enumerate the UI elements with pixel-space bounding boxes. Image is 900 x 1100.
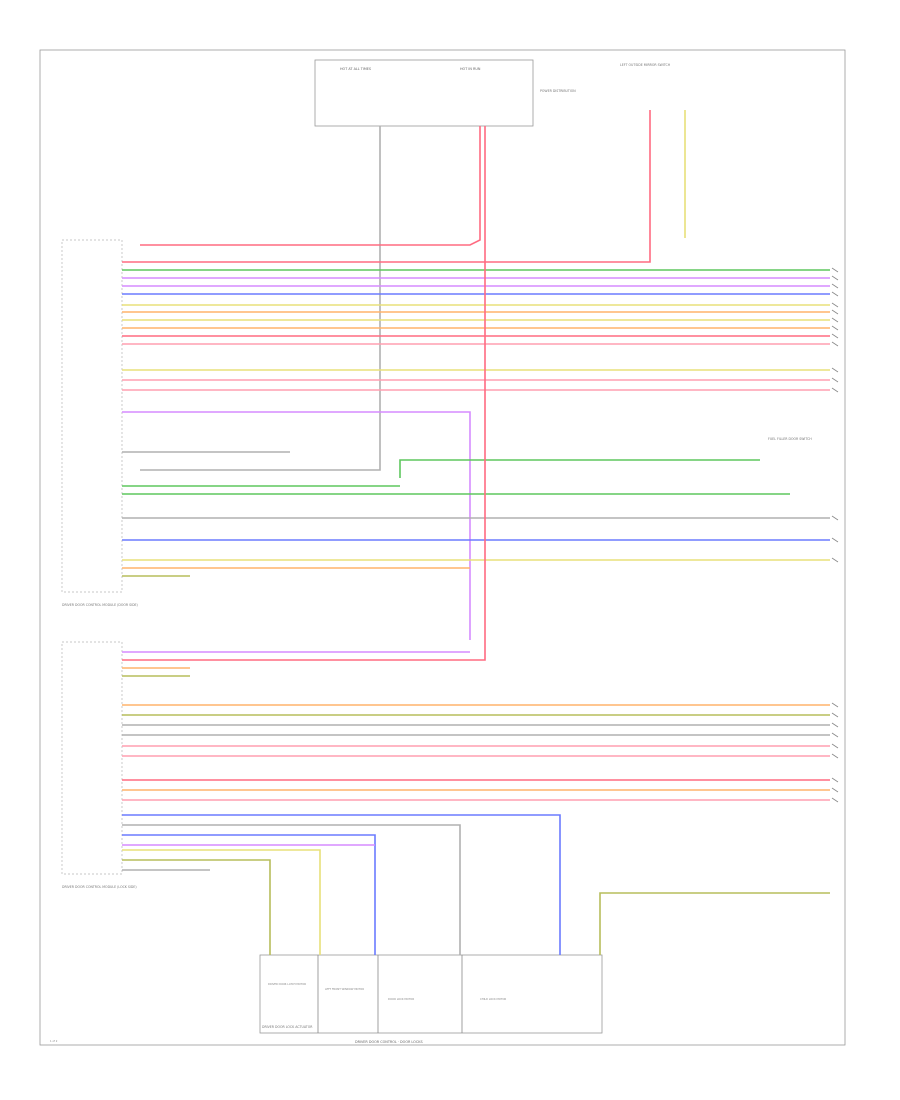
wire-terminal xyxy=(831,387,839,393)
wire-41 xyxy=(122,814,561,955)
actuator-1-label: DRIVER DOOR LATCH MOTOR xyxy=(268,982,306,986)
fuel-door-switch-label: FUEL FILLER DOOR SWITCH xyxy=(768,437,812,441)
wire-terminal xyxy=(831,515,839,521)
module-b-box xyxy=(61,641,123,875)
wire-terminal xyxy=(831,732,839,738)
wire-terminal xyxy=(831,267,839,273)
wire-terminal xyxy=(831,333,839,339)
diagram-frame xyxy=(39,49,846,1046)
wire-terminal xyxy=(831,325,839,331)
wire-terminal xyxy=(831,309,839,315)
wire-18 xyxy=(122,411,471,640)
wire-48 xyxy=(599,892,830,955)
footer-caption: DRIVER DOOR CONTROL · DOOR LOCKS xyxy=(355,1040,423,1044)
wire-46 xyxy=(122,859,271,955)
wire-3 xyxy=(122,110,651,263)
module-c-label: DRIVER DOOR LOCK ACTUATOR xyxy=(262,1025,313,1029)
wire-terminal xyxy=(831,557,839,563)
wire-42 xyxy=(122,824,461,955)
fuse-block-label: HOT AT ALL TIMES xyxy=(340,67,371,71)
wire-terminal xyxy=(831,797,839,803)
wire-terminal xyxy=(831,753,839,759)
wire-2 xyxy=(140,126,481,246)
module-b-label: DRIVER DOOR CONTROL MODULE (LOCK SIDE) xyxy=(62,885,137,889)
wire-terminal xyxy=(831,537,839,543)
wire-terminal xyxy=(831,787,839,793)
power-dist-label: POWER DISTRIBUTION xyxy=(540,89,576,93)
fuse-block-box xyxy=(314,59,534,127)
wire-28 xyxy=(122,126,486,661)
wire-terminal xyxy=(831,377,839,383)
wire-43 xyxy=(122,834,376,955)
wire-terminal xyxy=(831,302,839,308)
wire-terminal xyxy=(831,275,839,281)
module-a-box xyxy=(61,239,123,593)
wire-terminal xyxy=(831,777,839,783)
wire-terminal xyxy=(831,743,839,749)
wire-terminal xyxy=(831,712,839,718)
actuator-4-label: CHILD LOCK MOTOR xyxy=(480,997,506,1001)
wire-45 xyxy=(122,849,321,955)
actuator-box xyxy=(259,954,603,1034)
module-a-label: DRIVER DOOR CONTROL MODULE (DOOR SIDE) xyxy=(62,603,138,607)
wire-1 xyxy=(140,126,381,471)
wire-terminal xyxy=(831,367,839,373)
wire-terminal xyxy=(831,291,839,297)
wire-terminal xyxy=(831,722,839,728)
mirror-switch-label: LEFT OUTSIDE MIRROR SWITCH xyxy=(620,63,671,67)
wire-terminal xyxy=(831,283,839,289)
actuator-3-label: DOOR LOCK MOTOR xyxy=(388,997,414,1001)
actuator-2-label: LEFT FRONT WINDOW MOTOR xyxy=(325,987,364,991)
wire-terminal xyxy=(831,341,839,347)
wire-group xyxy=(122,110,839,955)
wire-20 xyxy=(399,459,760,478)
wire-terminal xyxy=(831,702,839,708)
page-ref: 1 of 2 xyxy=(50,1039,58,1043)
fuse-block-label-right: HOT IN RUN xyxy=(460,67,481,71)
wire-terminal xyxy=(831,317,839,323)
